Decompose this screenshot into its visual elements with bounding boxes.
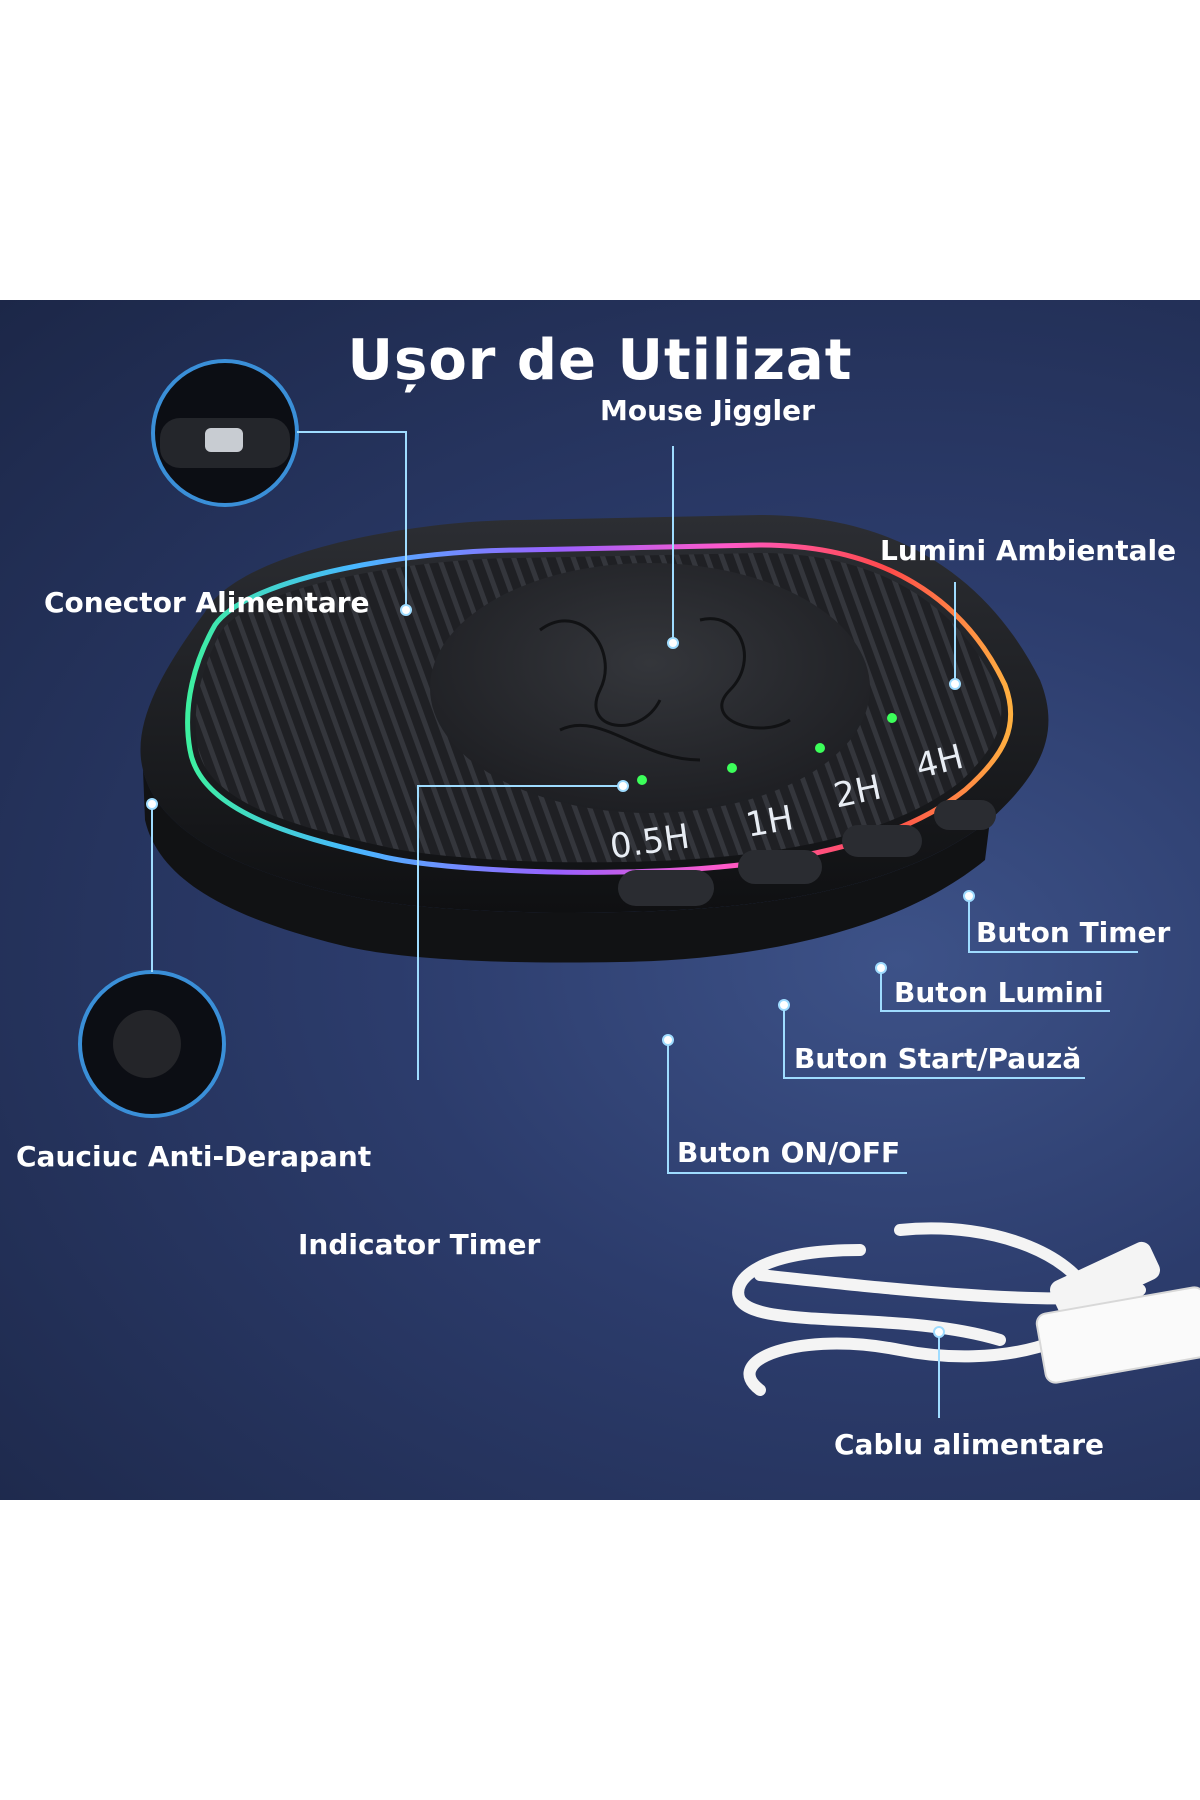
callout-buton-start-pauza: Buton Start/Pauză: [794, 1042, 1082, 1075]
usb-cable: [732, 1222, 1200, 1396]
callout-lines: [151, 431, 1138, 1418]
callout-dots: [146, 604, 975, 1338]
callout-buton-on-off: Buton ON/OFF: [677, 1136, 901, 1169]
callout-lumini-ambientale: Lumini Ambientale: [880, 534, 1177, 567]
illustration: [78, 359, 1200, 1418]
callout-buton-timer: Buton Timer: [976, 916, 1171, 949]
callout-mouse-jiggler: Mouse Jiggler: [600, 394, 815, 427]
callout-cauciuc-anti-derapant: Cauciuc Anti-Derapant: [16, 1140, 372, 1173]
callout-cablu-alimentare: Cablu alimentare: [834, 1428, 1105, 1461]
connector-inset: [151, 359, 299, 507]
timer-label-1h: 1H: [742, 798, 797, 846]
rubber-foot-inset: [78, 970, 226, 1118]
callout-conector-alimentare: Conector Alimentare: [44, 586, 370, 619]
product-panel: Ușor de Utilizat 0.5H 1H 2H 4H Mouse Jig…: [0, 300, 1200, 1500]
page-title: Ușor de Utilizat: [347, 328, 853, 393]
callout-indicator-timer: Indicator Timer: [298, 1228, 541, 1261]
mouse-jiggler-device: [140, 515, 1049, 963]
callout-buton-lumini: Buton Lumini: [894, 976, 1104, 1009]
